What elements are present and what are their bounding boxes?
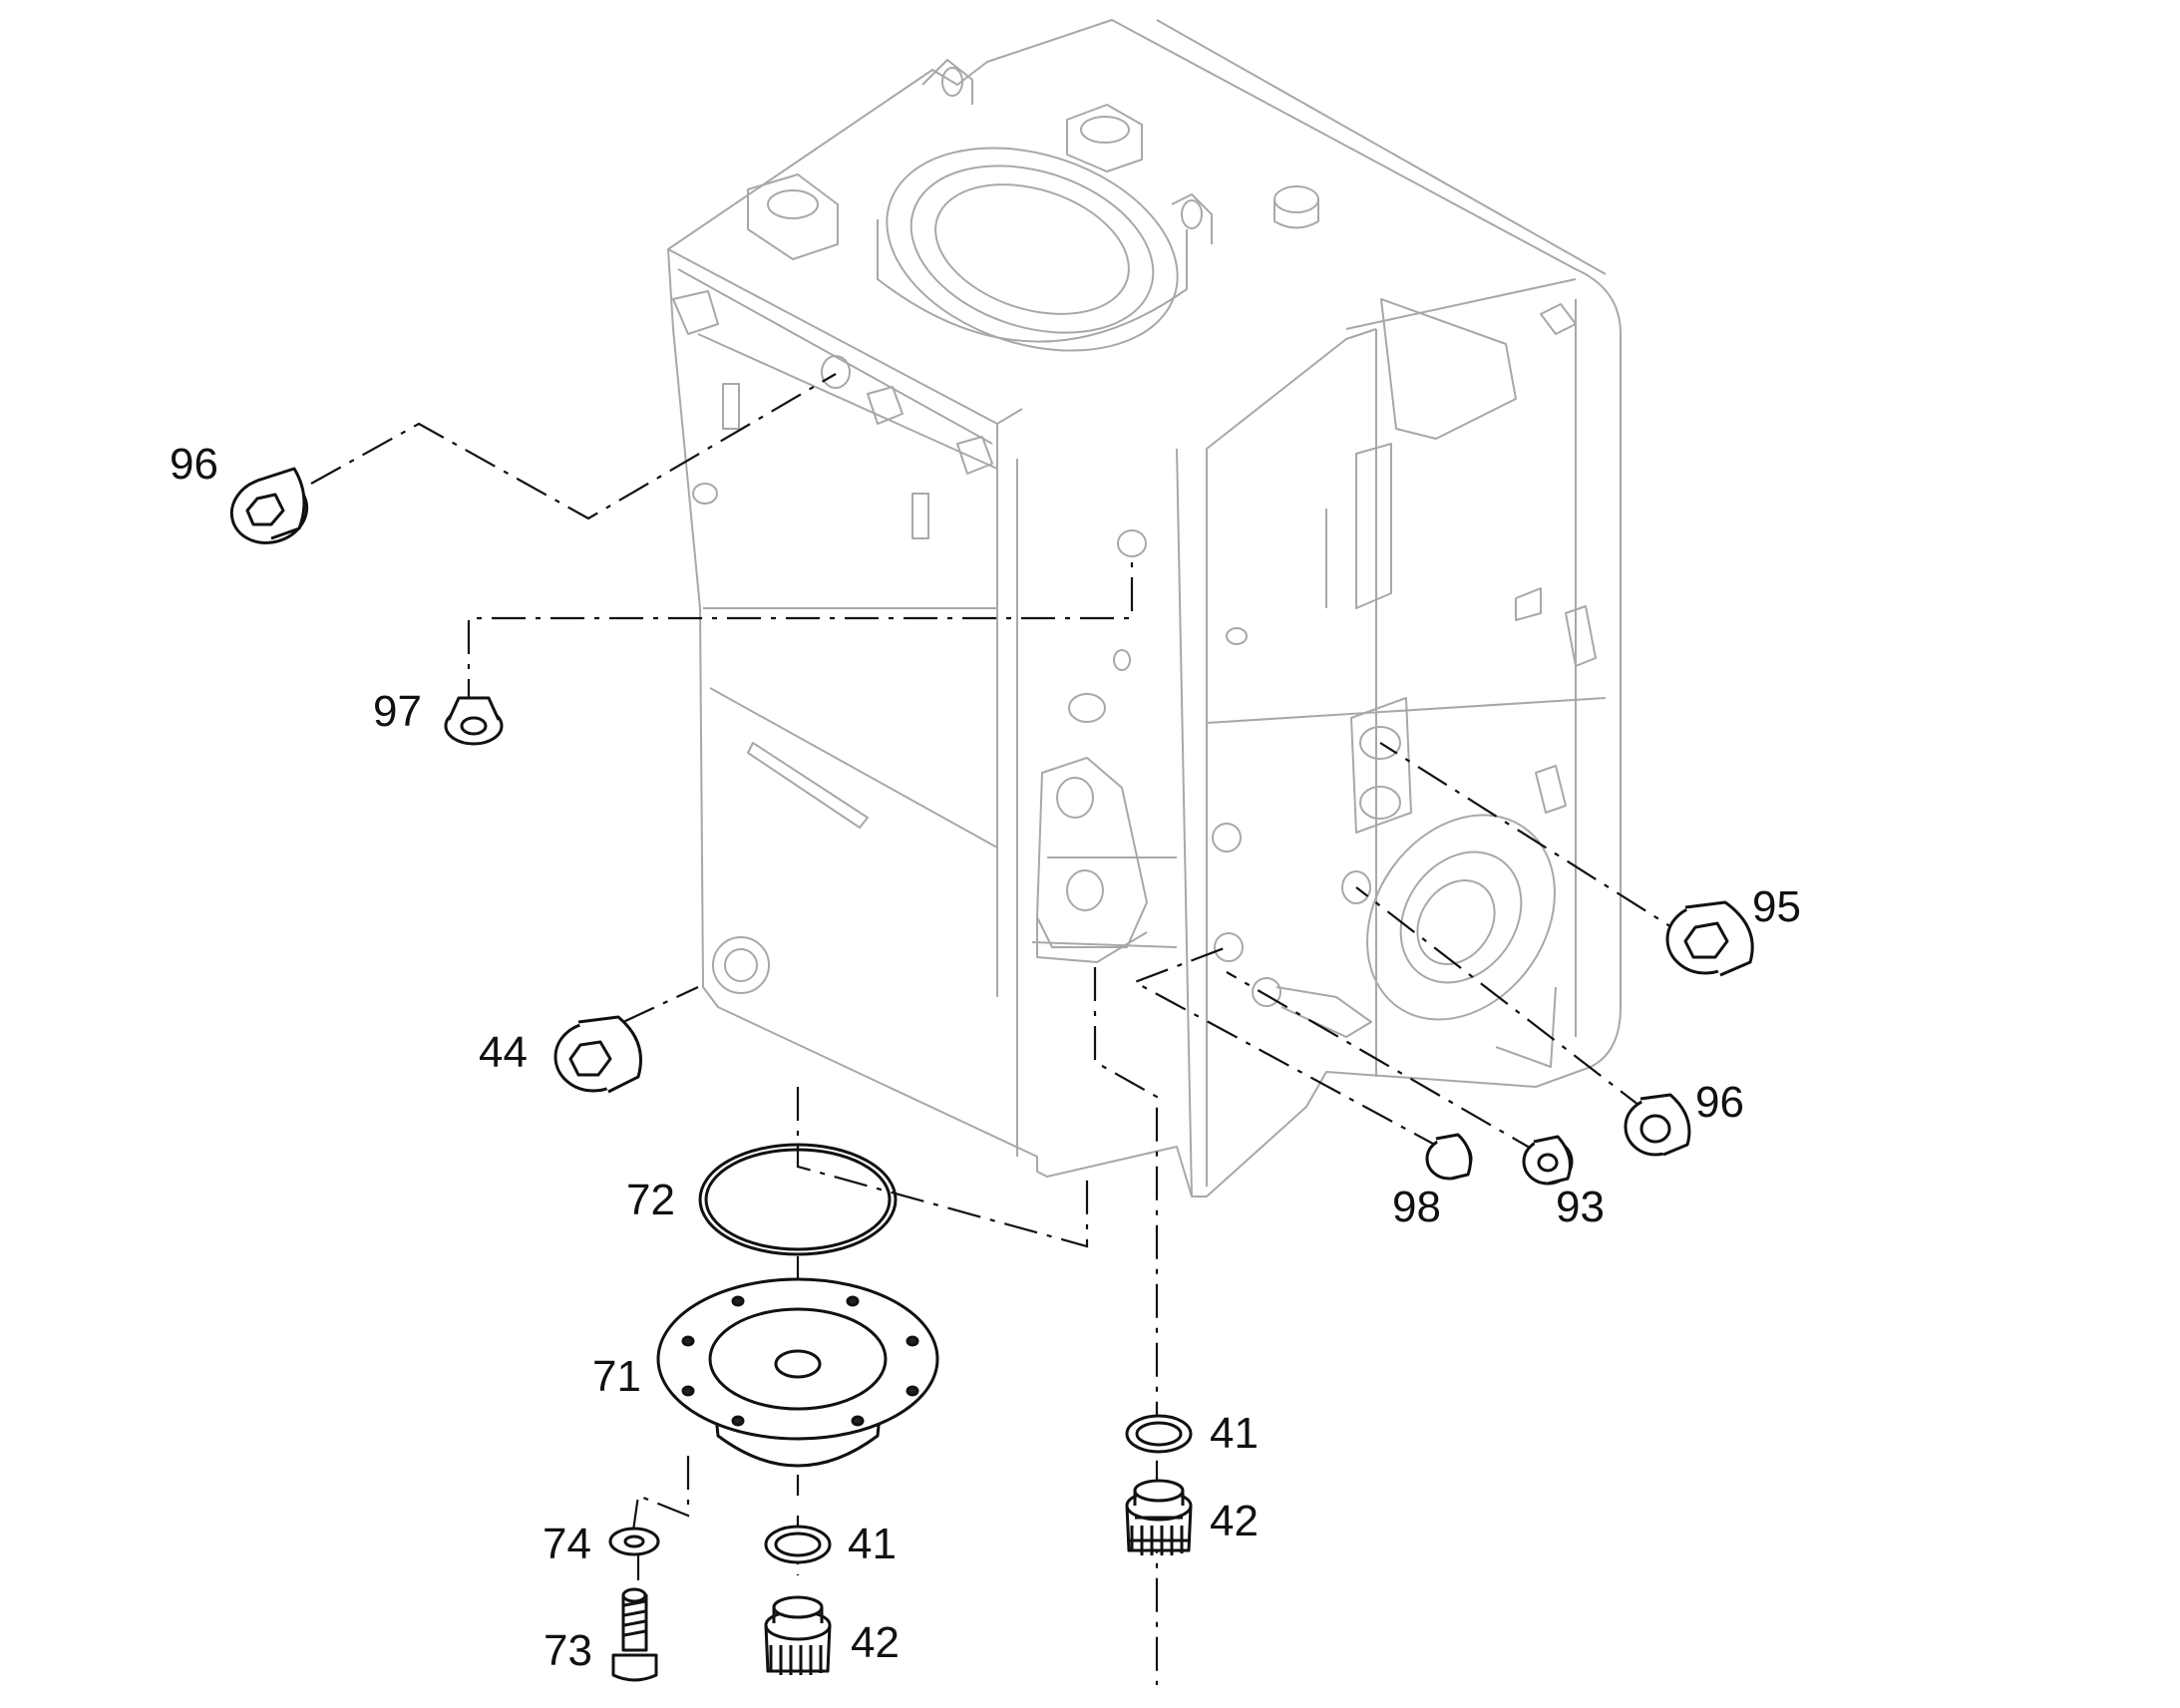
cover-71 [656, 1277, 939, 1468]
seal-41-lower [764, 1525, 832, 1564]
callout-42-right: 42 [1210, 1497, 1259, 1545]
callout-98: 98 [1392, 1183, 1441, 1231]
gearbox-housing [667, 19, 1622, 1197]
callout-71: 71 [592, 1352, 641, 1401]
callout-44: 44 [479, 1028, 528, 1077]
callout-41-lower: 41 [848, 1520, 897, 1568]
housing-outline [667, 19, 1622, 1197]
plug-96-right [1624, 1093, 1691, 1157]
callout-96-right: 96 [1695, 1078, 1744, 1127]
plug-97 [444, 696, 504, 746]
plug-93 [1522, 1135, 1574, 1186]
plug-98 [1425, 1133, 1473, 1181]
callout-93: 93 [1556, 1183, 1605, 1231]
plug-42-right [1125, 1479, 1193, 1555]
washer-74 [608, 1527, 660, 1556]
plug-44 [553, 1015, 642, 1094]
bolt-73 [611, 1587, 658, 1682]
callout-73: 73 [544, 1626, 592, 1675]
callout-95: 95 [1752, 882, 1801, 931]
plug-96-top [229, 467, 309, 544]
plug-95 [1665, 900, 1754, 977]
seal-41-right [1125, 1414, 1193, 1454]
callout-74: 74 [543, 1520, 591, 1568]
o-ring-72 [698, 1143, 898, 1256]
callout-72: 72 [626, 1176, 675, 1224]
callout-96-top: 96 [170, 440, 218, 489]
callout-42-lower: 42 [851, 1618, 900, 1667]
plug-42-lower [764, 1595, 832, 1675]
callout-97: 97 [373, 687, 422, 736]
callout-labels: 96 97 95 44 96 98 93 72 71 41 42 74 41 7… [170, 440, 1801, 1675]
callout-41-right: 41 [1210, 1409, 1259, 1458]
leader-lines [310, 373, 1696, 1685]
